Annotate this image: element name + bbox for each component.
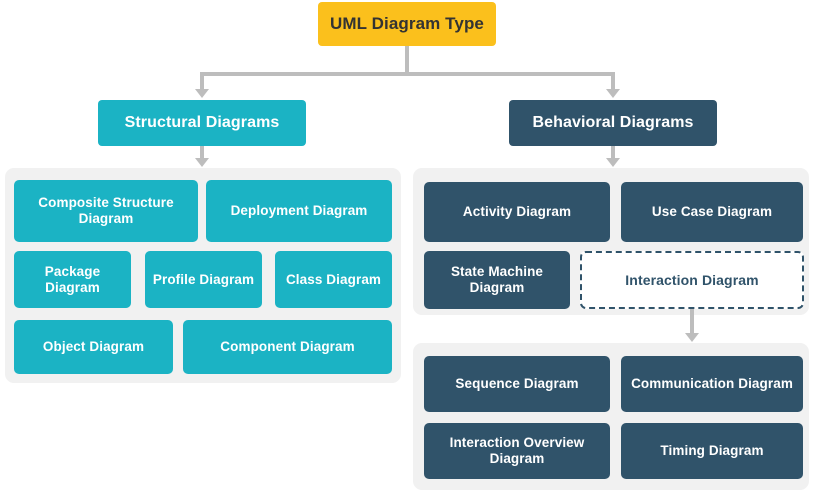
node-component-diagram[interactable]: Component Diagram [183, 320, 392, 374]
connector-root-stem [405, 46, 409, 74]
node-activity-diagram[interactable]: Activity Diagram [424, 182, 610, 242]
arrowhead-root-to-behavioral [606, 89, 620, 98]
node-timing-diagram[interactable]: Timing Diagram [621, 423, 803, 479]
node-composite-structure-diagram-label: Composite Structure Diagram [38, 195, 174, 226]
node-state-machine-diagram-label: State Machine Diagram [450, 264, 544, 295]
node-interaction-overview-diagram[interactable]: Interaction Overview Diagram [424, 423, 610, 479]
node-use-case-diagram[interactable]: Use Case Diagram [621, 182, 803, 242]
node-class-diagram-label: Class Diagram [285, 271, 382, 287]
node-interaction-diagram-label: Interaction Diagram [625, 271, 759, 288]
arrowhead-root-to-structural [195, 89, 209, 98]
node-composite-structure-diagram[interactable]: Composite Structure Diagram [14, 180, 198, 242]
node-communication-diagram[interactable]: Communication Diagram [621, 356, 803, 412]
node-activity-diagram-label: Activity Diagram [462, 204, 572, 220]
connector-root-to-structural [200, 72, 204, 91]
node-object-diagram-label: Object Diagram [42, 339, 145, 355]
connector-root-bus [200, 72, 614, 76]
arrowhead-structural-to-panel [195, 158, 209, 167]
arrowhead-behavioral-to-panel [606, 158, 620, 167]
branch-header-behavioral-diagrams[interactable]: Behavioral Diagrams [509, 100, 717, 146]
node-interaction-diagram[interactable]: Interaction Diagram [580, 251, 804, 309]
node-profile-diagram[interactable]: Profile Diagram [145, 251, 262, 308]
node-package-diagram[interactable]: Package Diagram [14, 251, 131, 308]
node-component-diagram-label: Component Diagram [220, 339, 355, 355]
node-deployment-diagram[interactable]: Deployment Diagram [206, 180, 392, 242]
connector-structural-to-panel [200, 146, 204, 160]
arrowhead-interaction-to-panel [685, 333, 699, 342]
branch-header-behavioral-label: Behavioral Diagrams [532, 113, 694, 131]
connector-interaction-to-panel [690, 309, 694, 336]
branch-header-structural-label: Structural Diagrams [124, 113, 280, 131]
connector-behavioral-to-panel [611, 146, 615, 160]
connector-root-to-behavioral [611, 72, 615, 91]
root-node-label: UML Diagram Type [329, 13, 484, 33]
node-class-diagram[interactable]: Class Diagram [275, 251, 392, 308]
node-object-diagram[interactable]: Object Diagram [14, 320, 173, 374]
node-sequence-diagram-label: Sequence Diagram [455, 376, 579, 392]
node-use-case-diagram-label: Use Case Diagram [651, 204, 773, 220]
root-node-uml-diagram-type[interactable]: UML Diagram Type [318, 2, 496, 46]
node-package-diagram-label: Package Diagram [44, 263, 101, 295]
node-communication-diagram-label: Communication Diagram [631, 376, 793, 392]
node-sequence-diagram[interactable]: Sequence Diagram [424, 356, 610, 412]
node-state-machine-diagram[interactable]: State Machine Diagram [424, 251, 570, 309]
branch-header-structural-diagrams[interactable]: Structural Diagrams [98, 100, 306, 146]
node-interaction-overview-diagram-label: Interaction Overview Diagram [449, 435, 585, 466]
node-deployment-diagram-label: Deployment Diagram [230, 203, 368, 219]
node-timing-diagram-label: Timing Diagram [660, 443, 764, 459]
node-profile-diagram-label: Profile Diagram [152, 271, 255, 287]
